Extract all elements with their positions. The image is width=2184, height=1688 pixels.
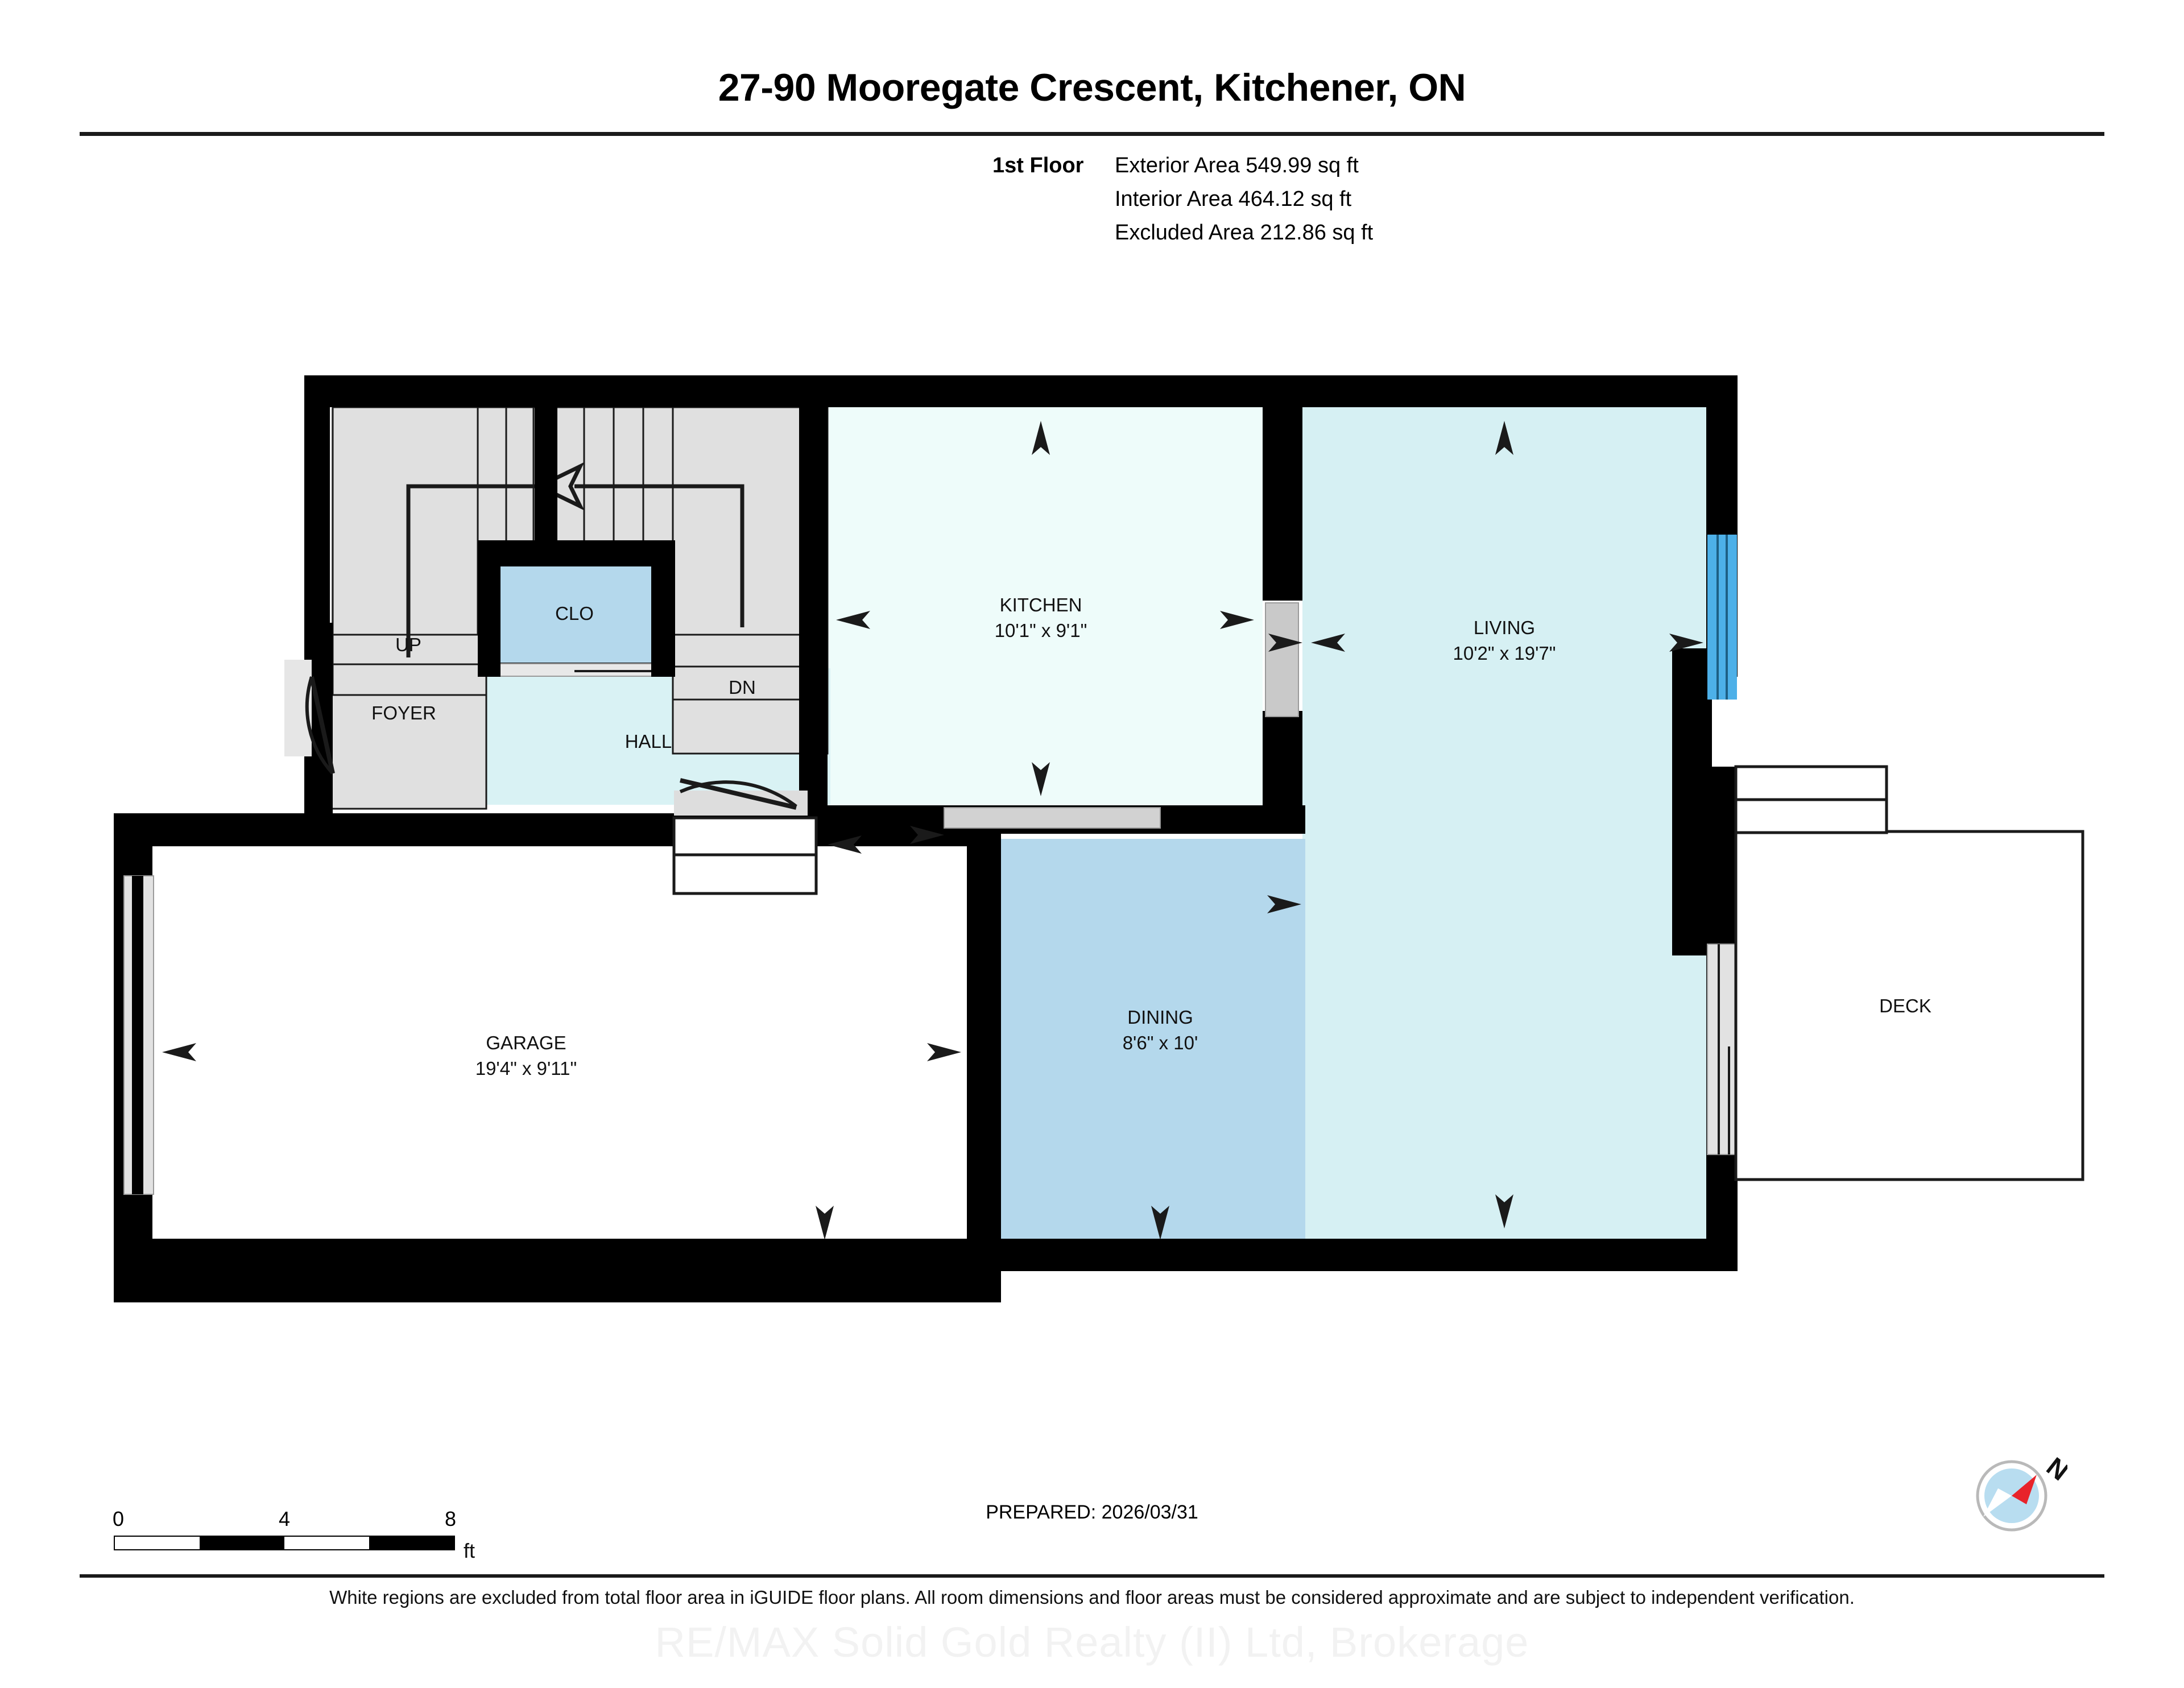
scale-tick-4: 4 <box>278 1507 291 1530</box>
scale-bar-ticks: 0 4 8 <box>112 1507 457 1533</box>
page-title: 27-90 Mooregate Crescent, Kitchener, ON <box>718 66 1466 109</box>
interior-wall-kitchen-right <box>1263 407 1302 601</box>
label-living-name: LIVING <box>1474 617 1535 638</box>
label-deck: DECK <box>1879 995 1931 1016</box>
label-stairs-up: UP <box>395 634 421 655</box>
label-stairs-down: DN <box>729 677 756 698</box>
scale-tick-8: 8 <box>444 1507 457 1530</box>
scale-segment-4 <box>369 1537 454 1549</box>
label-dining-dims: 8'6" x 10' <box>1123 1032 1198 1053</box>
floor-label: 1st Floor <box>992 154 1084 177</box>
stair-dn-direction-line <box>574 484 744 627</box>
deck-slider-door <box>1707 944 1738 1155</box>
label-dining-name: DINING <box>1127 1007 1193 1028</box>
interior-wall-living-jog <box>1672 767 1738 932</box>
label-garage-name: GARAGE <box>486 1032 566 1053</box>
label-kitchen-name: KITCHEN <box>1000 594 1082 615</box>
kitchen-fill <box>828 407 1263 805</box>
interior-wall-dining-chamfer <box>967 834 1001 916</box>
scale-bar-segments <box>114 1536 455 1550</box>
disclaimer-text: White regions are excluded from total fl… <box>329 1587 1855 1608</box>
deck-steps <box>1734 765 1888 834</box>
interior-wall-closet-right <box>651 540 675 677</box>
footer-divider <box>80 1574 2104 1578</box>
entry-door <box>284 660 335 775</box>
compass-rose-icon: N <box>1976 1451 2067 1532</box>
interior-wall-stair-divider <box>535 407 557 566</box>
interior-area-value: Interior Area 464.12 sq ft <box>1115 187 1352 211</box>
excluded-area-value: Excluded Area 212.86 sq ft <box>1115 221 1374 245</box>
exterior-area-value: Exterior Area 549.99 sq ft <box>1115 154 1359 177</box>
interior-wall-kitchen-left <box>799 407 828 805</box>
dimension-arrows <box>162 421 1703 1240</box>
label-foyer: FOYER <box>371 702 436 723</box>
floor-area-summary: 1st Floor Exterior Area 549.99 sq ft Int… <box>992 154 1675 254</box>
label-kitchen-dims: 10'1" x 9'1" <box>995 620 1087 641</box>
kitchen-dining-opening <box>944 807 1161 829</box>
deck-outline <box>1734 830 2084 1181</box>
prepared-date: PREPARED: 2026/03/31 <box>986 1501 1198 1523</box>
scale-tick-0: 0 <box>112 1507 125 1530</box>
dining-fill <box>990 839 1305 1257</box>
garage-fill <box>154 842 995 1285</box>
scale-segment-3 <box>284 1537 369 1549</box>
scale-bar: 0 4 8 <box>112 1507 457 1550</box>
stair-up-direction-line <box>406 484 572 657</box>
scale-segment-1 <box>115 1537 200 1549</box>
label-living-dims: 10'2" x 19'7" <box>1453 643 1556 664</box>
interior-wall-closet-top <box>486 540 674 566</box>
label-closet: CLO <box>555 603 594 624</box>
living-window <box>1707 535 1737 700</box>
garage-entry-steps <box>672 816 818 895</box>
interior-wall-kitchen-right-lower <box>1263 711 1302 808</box>
brokerage-watermark: RE/MAX Solid Gold Realty (II) Ltd, Broke… <box>655 1619 1529 1666</box>
compass-north-label: N <box>2041 1451 2067 1486</box>
hall-garage-door <box>674 778 808 816</box>
scale-unit-label: ft <box>464 1539 475 1562</box>
kitchen-door-opening <box>1265 602 1299 717</box>
title-divider <box>80 132 2104 136</box>
label-garage-dims: 19'4" x 9'11" <box>475 1058 577 1079</box>
living-fill-lower <box>1302 825 1706 1257</box>
garage-door <box>123 875 154 1195</box>
scale-segment-2 <box>200 1537 284 1549</box>
label-hall: HALL <box>625 731 672 752</box>
interior-wall-closet-left <box>478 540 500 677</box>
room-labels: KITCHEN 10'1" x 9'1" LIVING 10'2" x 19'7… <box>371 594 1931 1079</box>
closet-fill <box>485 563 661 665</box>
